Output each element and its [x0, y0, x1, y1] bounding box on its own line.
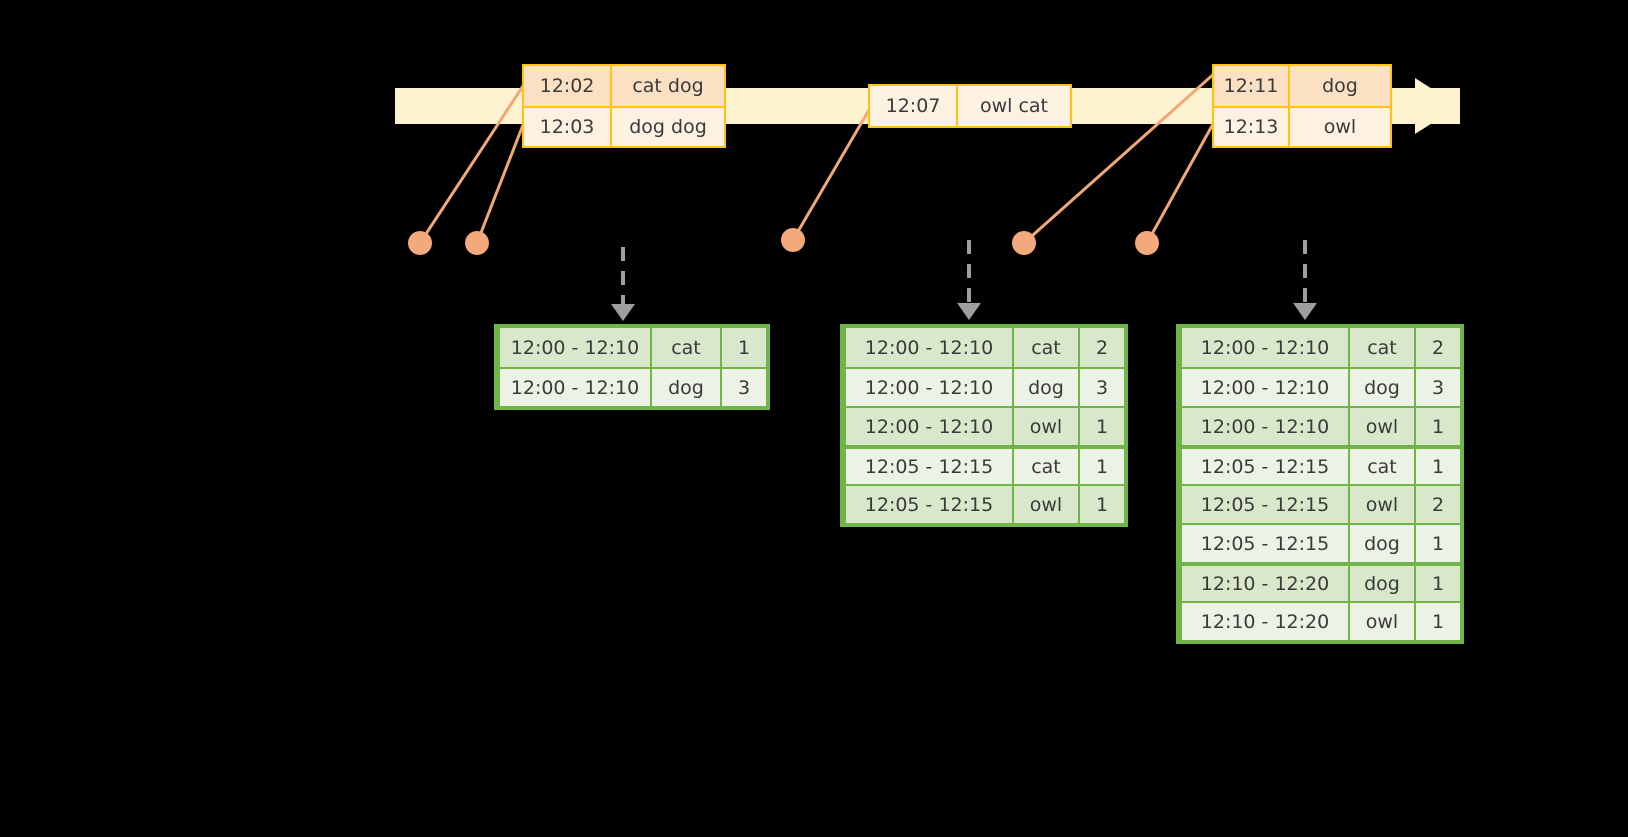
arrow-stem	[621, 247, 625, 307]
word-cell: owl	[1350, 486, 1414, 523]
count-cell: 2	[1416, 328, 1460, 367]
arrow-head-icon	[957, 303, 981, 320]
event-time: 12:07	[870, 86, 958, 126]
word-cell: cat	[652, 328, 720, 367]
event-group-2: 12:07 owl cat	[868, 84, 1072, 128]
event-group-3: 12:11 dog 12:13 owl	[1212, 64, 1392, 148]
count-cell: 1	[1416, 566, 1460, 601]
event-time: 12:13	[1214, 108, 1290, 146]
word-cell: cat	[1014, 328, 1078, 367]
window-cell: 12:10 - 12:20	[1182, 566, 1348, 601]
event-words: owl	[1290, 108, 1390, 146]
count-cell: 1	[1416, 449, 1460, 484]
window-cell: 12:00 - 12:10	[1182, 408, 1348, 445]
word-cell: owl	[1014, 486, 1078, 523]
connector-line-1207	[791, 109, 871, 241]
word-cell: dog	[1350, 566, 1414, 601]
word-cell: owl	[1014, 408, 1078, 445]
event-dot-1211	[1012, 231, 1036, 255]
event-words: dog	[1290, 66, 1390, 106]
count-cell: 1	[1416, 603, 1460, 640]
arrow-head-icon	[1293, 303, 1317, 320]
window-cell: 12:00 - 12:10	[1182, 328, 1348, 367]
word-cell: dog	[1350, 525, 1414, 562]
window-cell: 12:05 - 12:15	[846, 449, 1012, 484]
event-row: 12:13 owl	[1214, 106, 1390, 146]
event-dot-1207	[781, 228, 805, 252]
count-cell: 3	[1416, 369, 1460, 406]
window-cell: 12:00 - 12:10	[846, 369, 1012, 406]
count-cell: 2	[1416, 486, 1460, 523]
event-time: 12:03	[524, 108, 612, 146]
window-cell: 12:00 - 12:10	[500, 328, 650, 367]
count-cell: 1	[722, 328, 766, 367]
flow-arrow-3	[1293, 240, 1317, 320]
window-cell: 12:00 - 12:10	[846, 328, 1012, 367]
word-cell: owl	[1350, 603, 1414, 640]
word-cell: cat	[1350, 328, 1414, 367]
event-dot-1213	[1135, 231, 1159, 255]
count-cell: 3	[1080, 369, 1124, 406]
count-cell: 1	[1416, 525, 1460, 562]
window-cell: 12:05 - 12:15	[1182, 525, 1348, 562]
event-dot-1203	[465, 231, 489, 255]
event-row: 12:07 owl cat	[870, 86, 1070, 126]
event-dot-1202	[408, 231, 432, 255]
window-cell: 12:00 - 12:10	[1182, 369, 1348, 406]
event-words: dog dog	[612, 108, 724, 146]
event-time: 12:02	[524, 66, 612, 106]
event-time: 12:11	[1214, 66, 1290, 106]
connector-line-1203	[475, 124, 525, 244]
event-words: cat dog	[612, 66, 724, 106]
window-cell: 12:05 - 12:15	[1182, 486, 1348, 523]
connector-line-1213	[1145, 123, 1215, 244]
count-cell: 1	[1080, 408, 1124, 445]
count-cell: 3	[722, 369, 766, 406]
count-cell: 1	[1080, 486, 1124, 523]
count-cell: 1	[1080, 449, 1124, 484]
count-cell: 2	[1080, 328, 1124, 367]
event-row: 12:11 dog	[1214, 66, 1390, 106]
window-cell: 12:05 - 12:15	[1182, 449, 1348, 484]
arrow-head-icon	[611, 304, 635, 321]
count-cell: 1	[1416, 408, 1460, 445]
flow-arrow-2	[957, 240, 981, 320]
event-words: owl cat	[958, 86, 1070, 126]
window-cell: 12:05 - 12:15	[846, 486, 1012, 523]
word-cell: cat	[1350, 449, 1414, 484]
word-cell: owl	[1350, 408, 1414, 445]
event-group-1: 12:02 cat dog 12:03 dog dog	[522, 64, 726, 148]
arrow-stem	[967, 240, 971, 306]
event-row: 12:03 dog dog	[524, 106, 724, 146]
word-cell: cat	[1014, 449, 1078, 484]
window-cell: 12:00 - 12:10	[846, 408, 1012, 445]
arrow-stem	[1303, 240, 1307, 306]
window-cell: 12:00 - 12:10	[500, 369, 650, 406]
word-cell: dog	[652, 369, 720, 406]
window-cell: 12:10 - 12:20	[1182, 603, 1348, 640]
flow-arrow-1	[611, 247, 635, 321]
word-cell: dog	[1350, 369, 1414, 406]
word-cell: dog	[1014, 369, 1078, 406]
timeline-arrowhead-icon	[1415, 78, 1459, 134]
event-row: 12:02 cat dog	[524, 66, 724, 106]
